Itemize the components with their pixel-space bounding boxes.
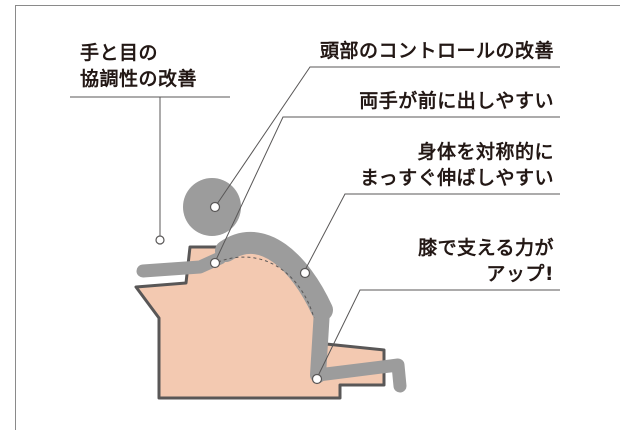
leader-hand-eye — [70, 96, 230, 236]
frame-left-border — [15, 5, 16, 430]
label-hands-forward: 両手が前に出しやすい — [359, 88, 554, 114]
leader-hands-forward — [214, 116, 560, 263]
label-hand-eye: 手と目の 協調性の改善 — [80, 40, 197, 92]
label-head-control-line1: 頭部のコントロールの改善 — [319, 40, 554, 62]
label-hand-eye-line2: 協調性の改善 — [80, 68, 198, 90]
label-knee-power: 膝で支える力が アップ! — [418, 235, 554, 287]
figure-torso — [215, 231, 333, 321]
figure-shin — [311, 358, 407, 393]
spine-dashed-line — [217, 256, 315, 319]
leader-knee-power — [316, 289, 560, 379]
figure-thigh — [310, 302, 330, 383]
marker-knee — [311, 373, 323, 385]
leader-body-extend — [303, 193, 560, 273]
marker-back — [299, 267, 311, 279]
label-body-extend-line1: 身体を対称的に — [417, 141, 554, 163]
leader-head-control — [214, 66, 560, 208]
marker-head — [209, 201, 221, 213]
label-hand-eye-line1: 手と目の — [80, 42, 159, 64]
label-body-extend: 身体を対称的に まっすぐ伸ばしやすい — [360, 139, 554, 191]
label-knee-power-line2: アップ! — [486, 263, 554, 285]
figure-arm — [136, 251, 227, 278]
label-head-control: 頭部のコントロールの改善 — [320, 38, 554, 64]
marker-hands — [209, 257, 221, 269]
markers — [155, 201, 323, 385]
frame-top-border — [15, 5, 620, 6]
label-hands-forward-line1: 両手が前に出しやすい — [359, 90, 554, 112]
marker-hand-eye — [155, 235, 165, 245]
label-knee-power-line1: 膝で支える力が — [418, 237, 554, 259]
label-body-extend-line2: まっすぐ伸ばしやすい — [359, 167, 554, 189]
leader-lines — [70, 66, 560, 379]
